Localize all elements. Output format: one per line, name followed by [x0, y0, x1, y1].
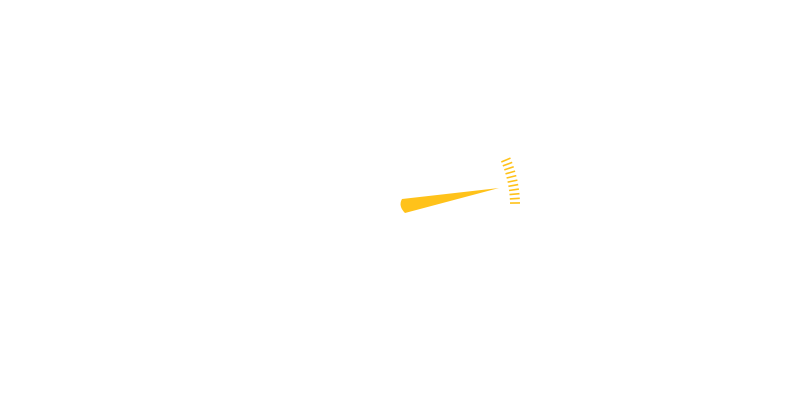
- gauge-ticks: [500, 157, 521, 204]
- gauge-tick: [508, 183, 519, 188]
- gauge-needle: [400, 188, 499, 213]
- gauge-tick: [502, 161, 513, 167]
- gauge-tick: [504, 165, 514, 171]
- gauge-tick: [507, 179, 518, 183]
- gauge-tick: [509, 197, 520, 200]
- gauge-tick: [506, 174, 517, 179]
- gauge-tick: [508, 188, 520, 192]
- gauge-tick: [505, 170, 516, 175]
- gauge-tick: [509, 192, 520, 196]
- gauge-tick: [500, 157, 511, 163]
